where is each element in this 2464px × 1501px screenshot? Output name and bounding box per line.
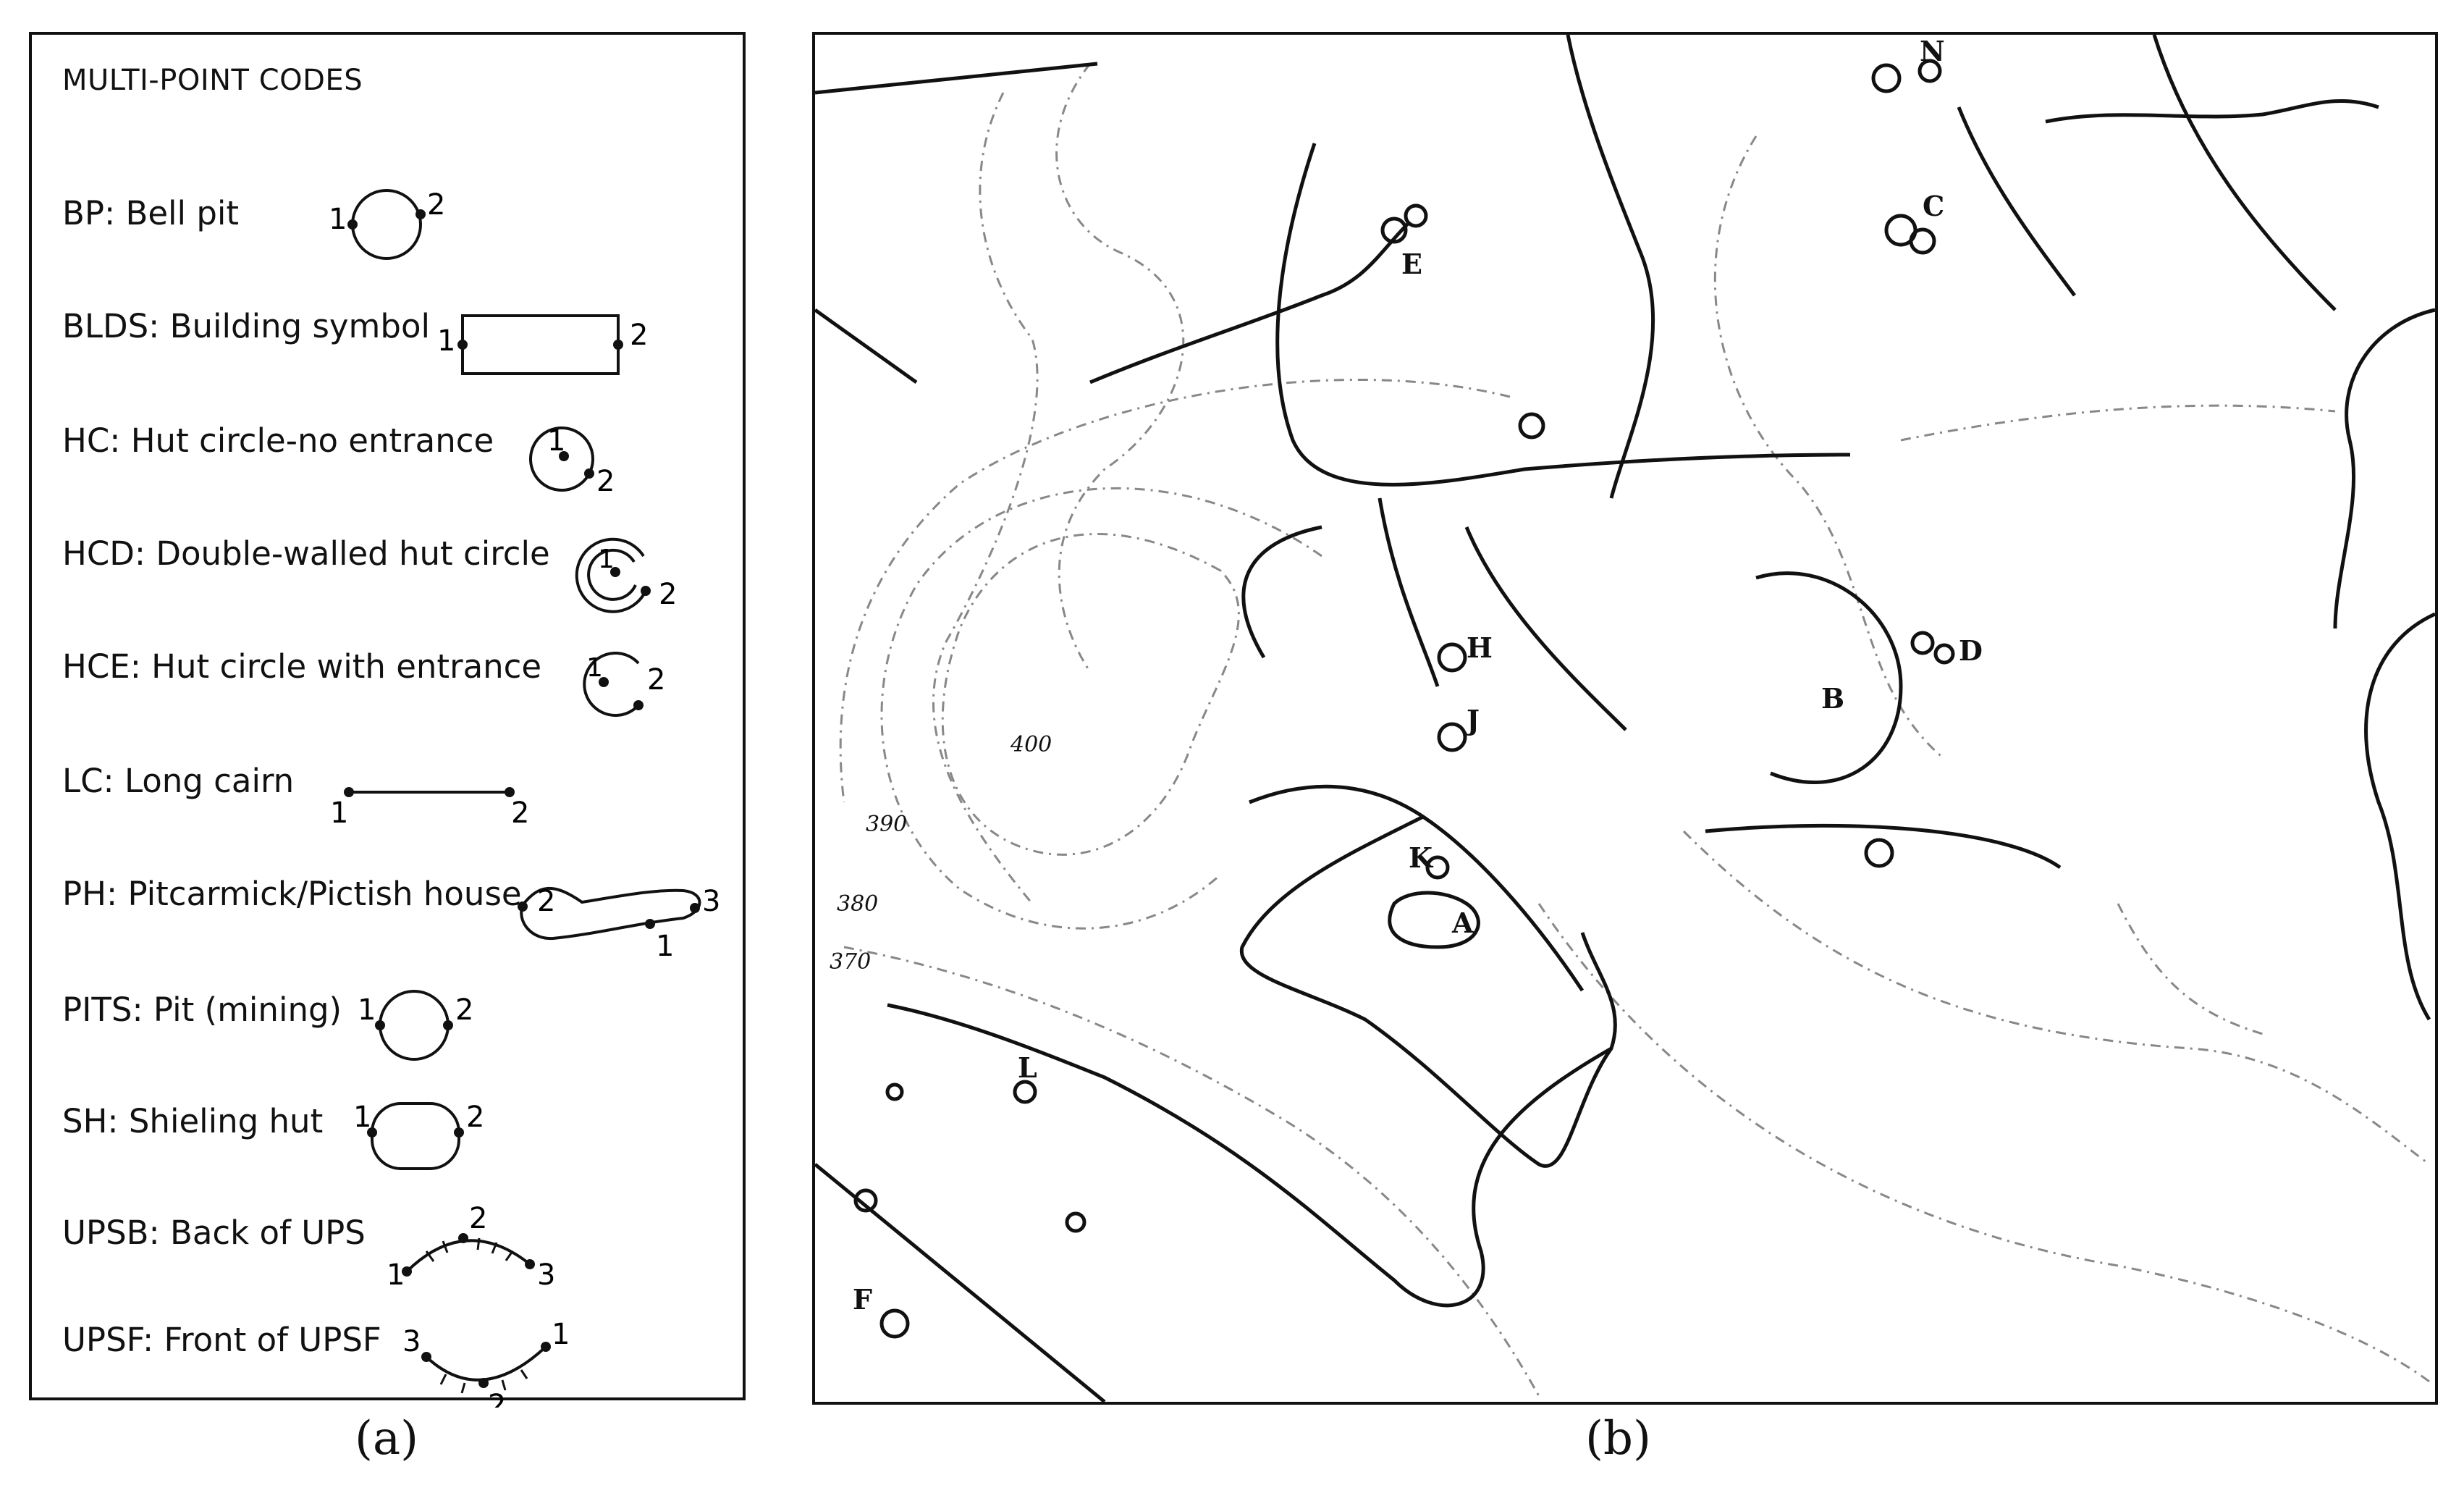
survey-map-panel: N C E H D B J K A L F 400 390 380 370	[812, 32, 2438, 1405]
svg-text:1: 1	[586, 653, 603, 683]
legend-item-upsb: UPSB: Back of UPS 1 2 3	[32, 1192, 743, 1300]
wall-lines	[815, 35, 2435, 1402]
legend-label-hce: HCE: Hut circle with entrance	[62, 647, 542, 686]
svg-text:1: 1	[330, 796, 348, 830]
site-label-f: F	[853, 1283, 872, 1316]
ups-front-symbol: 3 2 1	[402, 1318, 570, 1408]
legend-item-bp: BP: Bell pit 1 2	[32, 172, 743, 281]
contour-label-380: 380	[837, 891, 878, 917]
caption-a: (a)	[355, 1412, 419, 1466]
site-label-c: C	[1923, 190, 1944, 222]
svg-text:2: 2	[659, 578, 677, 611]
point-label: 1	[329, 203, 347, 236]
ups-back-symbol: 1 2 3	[387, 1202, 555, 1292]
svg-text:2: 2	[469, 1202, 487, 1235]
legend-item-hce: HCE: Hut circle with entrance 1 2	[32, 626, 743, 734]
legend-title: MULTI-POINT CODES	[62, 64, 363, 97]
site-label-n: N	[1920, 35, 1945, 67]
legend-item-pits: PITS: Pit (mining) 1 2	[32, 969, 743, 1077]
double-walled-hut-circle-symbol: 1 2	[575, 537, 677, 613]
svg-text:2: 2	[511, 796, 529, 830]
legend-label-ph: PH: Pitcarmick/Pictish house	[62, 875, 522, 913]
legend-panel: MULTI-POINT CODES BP: Bell pit 1 2 BLDS:…	[29, 32, 746, 1408]
hut-circle-entrance-symbol: 1 2	[583, 652, 665, 717]
site-labels: N C E H D B J K A L F	[853, 35, 1983, 1316]
hut-circle-symbol: 1 2	[529, 424, 615, 498]
contour-label-400: 400	[1010, 732, 1052, 757]
svg-text:1: 1	[437, 324, 455, 358]
point-label: 2	[427, 188, 445, 222]
legend-label-pits: PITS: Pit (mining)	[62, 991, 342, 1029]
svg-text:1: 1	[358, 993, 376, 1027]
legend-label-blds: BLDS: Building symbol	[62, 307, 430, 345]
hut-circles	[853, 59, 1955, 1339]
site-label-e: E	[1401, 248, 1422, 280]
legend-label-hc: HC: Hut circle-no entrance	[62, 421, 494, 460]
legend-item-ph: PH: Pitcarmick/Pictish house 2 3 1	[32, 853, 743, 962]
svg-text:3: 3	[537, 1258, 555, 1292]
svg-text:2: 2	[647, 663, 665, 697]
contour-labels: 400 390 380 370	[830, 732, 1052, 975]
svg-text:3: 3	[402, 1325, 421, 1358]
legend-label-lc: LC: Long cairn	[62, 762, 295, 800]
mining-pit-symbol: 1 2	[358, 990, 473, 1061]
bell-pit-symbol: 1 2	[329, 188, 445, 260]
legend-item-lc: LC: Long cairn 1 2	[32, 740, 743, 849]
legend-item-hcd: HCD: Double-walled hut circle 1 2	[32, 513, 743, 621]
svg-text:1: 1	[656, 930, 674, 962]
legend-label-upsb: UPSB: Back of UPS	[62, 1214, 366, 1252]
site-label-b: B	[1821, 682, 1844, 715]
caption-b: (b)	[1585, 1412, 1651, 1466]
legend-item-blds: BLDS: Building symbol 1 2	[32, 285, 743, 394]
site-label-k: K	[1409, 841, 1434, 874]
building-symbol: 1 2	[437, 314, 648, 375]
site-label-a: A	[1451, 907, 1474, 939]
site-label-l: L	[1018, 1051, 1037, 1084]
site-label-d: D	[1959, 634, 1983, 667]
site-label-j: J	[1464, 704, 1480, 736]
svg-text:3: 3	[702, 885, 720, 918]
svg-text:2: 2	[455, 993, 473, 1027]
svg-text:2: 2	[466, 1101, 484, 1134]
legend-item-upsf: UPSF: Front of UPSF 3 2 1	[32, 1299, 743, 1408]
svg-text:1: 1	[547, 424, 565, 458]
svg-text:1: 1	[552, 1318, 570, 1351]
contour-label-390: 390	[866, 812, 907, 837]
svg-text:2: 2	[537, 885, 555, 918]
svg-text:2: 2	[630, 319, 648, 352]
legend-label-bp: BP: Bell pit	[62, 194, 240, 232]
site-label-h: H	[1467, 631, 1493, 664]
legend-item-hc: HC: Hut circle-no entrance 1 2	[32, 400, 743, 508]
long-cairn-symbol: 1 2	[330, 787, 529, 830]
legend-item-sh: SH: Shieling hut 1 2	[32, 1080, 743, 1189]
svg-text:2: 2	[596, 465, 615, 498]
survey-map: N C E H D B J K A L F 400 390 380 370	[815, 35, 2435, 1402]
contour-lines	[839, 63, 2430, 1397]
shieling-hut-symbol: 1 2	[353, 1101, 484, 1170]
legend-label-upsf: UPSF: Front of UPSF	[62, 1321, 381, 1359]
svg-text:2: 2	[488, 1389, 506, 1408]
svg-text:1: 1	[353, 1101, 371, 1134]
legend-label-hcd: HCD: Double-walled hut circle	[62, 534, 550, 573]
contour-label-370: 370	[830, 949, 871, 975]
legend-label-sh: SH: Shieling hut	[62, 1102, 324, 1140]
svg-text:1: 1	[387, 1258, 405, 1292]
pictish-house-symbol: 2 3 1	[518, 885, 720, 962]
svg-text:1: 1	[598, 545, 615, 574]
